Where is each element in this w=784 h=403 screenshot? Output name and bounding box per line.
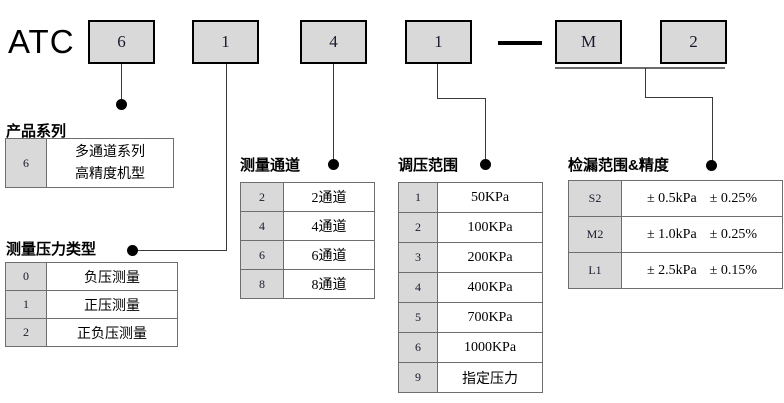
prange-key-5: 6 [398, 332, 438, 363]
table-row: S2 ± 0.5kPa ± 0.25% [568, 180, 783, 217]
connector-channel-line [333, 64, 334, 161]
connector-ptype-vline [226, 64, 227, 251]
prange-value-2: 200KPa [437, 242, 543, 273]
heading-leak: 检漏范围&精度 [568, 157, 669, 174]
leak-accuracy-2: ± 0.15% [709, 263, 758, 278]
table-row: 5 700KPa [398, 302, 543, 333]
table-channel: 2 2通道 4 4通道 6 6通道 8 8通道 [240, 182, 375, 299]
table-pressure-type: 0 负压测量 1 正压测量 2 正负压测量 [5, 262, 178, 347]
ptype-value-0: 负压测量 [46, 262, 178, 291]
prange-value-5: 1000KPa [437, 332, 543, 363]
ptype-key-2: 2 [5, 318, 47, 347]
channel-value-1: 4通道 [283, 211, 375, 241]
table-row: 9 指定压力 [398, 362, 543, 393]
connector-leak-groupbar [555, 67, 725, 69]
code-box-channel[interactable]: 4 [300, 20, 367, 64]
channel-value-0: 2通道 [283, 182, 375, 212]
code-separator-dash [498, 41, 542, 45]
leak-value-1: ± 1.0kPa ± 0.25% [621, 216, 783, 253]
prange-value-0: 50KPa [437, 182, 543, 213]
connector-prange-vline2 [485, 98, 486, 162]
connector-prange-dot [480, 159, 491, 170]
connector-ptype-dot [127, 245, 138, 256]
prange-key-1: 2 [398, 212, 438, 243]
table-pressure-range: 1 50KPa 2 100KPa 3 200KPa 4 400KPa 5 700… [398, 182, 543, 393]
channel-key-1: 4 [240, 211, 284, 241]
series-value-line1: 多通道系列 [75, 144, 145, 160]
code-box-leak-letter[interactable]: M [555, 20, 622, 64]
connector-leak-dot [706, 160, 717, 171]
leak-range-2: ± 2.5kPa [646, 263, 697, 278]
table-row: 0 负压测量 [5, 262, 178, 291]
prange-value-4: 700KPa [437, 302, 543, 333]
prange-key-6: 9 [398, 362, 438, 393]
leak-accuracy-0: ± 0.25% [709, 191, 758, 206]
connector-ptype-hline [133, 250, 226, 251]
connector-series-dot [116, 99, 127, 110]
table-row: 2 2通道 [240, 182, 375, 212]
prange-value-3: 400KPa [437, 272, 543, 303]
connector-series-line [121, 64, 122, 102]
channel-value-2: 6通道 [283, 240, 375, 270]
table-row: 2 100KPa [398, 212, 543, 243]
table-row: L1 ± 2.5kPa ± 0.15% [568, 252, 783, 289]
table-row: 6 6通道 [240, 240, 375, 270]
table-series: 6 多通道系列 高精度机型 [5, 138, 174, 188]
series-value: 多通道系列 高精度机型 [46, 138, 174, 188]
heading-series: 产品系列 [6, 123, 67, 140]
table-row: 8 8通道 [240, 269, 375, 299]
leak-range-1: ± 1.0kPa [646, 227, 697, 242]
heading-pressure-range: 调压范围 [398, 157, 459, 174]
channel-key-0: 2 [240, 182, 284, 212]
ptype-value-1: 正压测量 [46, 290, 178, 319]
leak-key-2: L1 [568, 252, 622, 289]
brand-label: ATC [8, 23, 75, 60]
prange-key-3: 4 [398, 272, 438, 303]
table-row: 1 正压测量 [5, 290, 178, 319]
channel-key-3: 8 [240, 269, 284, 299]
connector-channel-dot [328, 159, 339, 170]
heading-channel: 测量通道 [240, 157, 301, 174]
code-box-series[interactable]: 6 [88, 20, 155, 64]
table-row: 4 400KPa [398, 272, 543, 303]
prange-key-0: 1 [398, 182, 438, 213]
code-box-pressure-type[interactable]: 1 [192, 20, 259, 64]
ptype-key-0: 0 [5, 262, 47, 291]
leak-key-1: M2 [568, 216, 622, 253]
series-key: 6 [5, 138, 47, 188]
connector-leak-vline1 [645, 68, 646, 97]
prange-value-6: 指定压力 [437, 362, 543, 393]
code-box-pressure-range[interactable]: 1 [405, 20, 472, 64]
prange-key-4: 5 [398, 302, 438, 333]
connector-prange-vline1 [437, 64, 438, 98]
ptype-key-1: 1 [5, 290, 47, 319]
connector-leak-hline [645, 97, 712, 98]
ptype-value-2: 正负压测量 [46, 318, 178, 347]
series-value-line2: 高精度机型 [75, 166, 145, 182]
table-row: 6 多通道系列 高精度机型 [5, 138, 174, 188]
heading-pressure-type: 测量压力类型 [6, 241, 97, 258]
channel-value-3: 8通道 [283, 269, 375, 299]
table-row: 2 正负压测量 [5, 318, 178, 347]
channel-key-2: 6 [240, 240, 284, 270]
leak-value-2: ± 2.5kPa ± 0.15% [621, 252, 783, 289]
table-row: 3 200KPa [398, 242, 543, 273]
table-row: 6 1000KPa [398, 332, 543, 363]
prange-key-2: 3 [398, 242, 438, 273]
connector-prange-hline [437, 98, 486, 99]
table-row: 4 4通道 [240, 211, 375, 241]
table-row: M2 ± 1.0kPa ± 0.25% [568, 216, 783, 253]
leak-range-0: ± 0.5kPa [646, 191, 697, 206]
table-row: 1 50KPa [398, 182, 543, 213]
table-leak: S2 ± 0.5kPa ± 0.25% M2 ± 1.0kPa ± 0.25% … [568, 180, 783, 289]
prange-value-1: 100KPa [437, 212, 543, 243]
leak-accuracy-1: ± 0.25% [709, 227, 758, 242]
leak-key-0: S2 [568, 180, 622, 217]
code-box-leak-digit[interactable]: 2 [660, 20, 727, 64]
leak-value-0: ± 0.5kPa ± 0.25% [621, 180, 783, 217]
connector-leak-vline2 [712, 97, 713, 162]
